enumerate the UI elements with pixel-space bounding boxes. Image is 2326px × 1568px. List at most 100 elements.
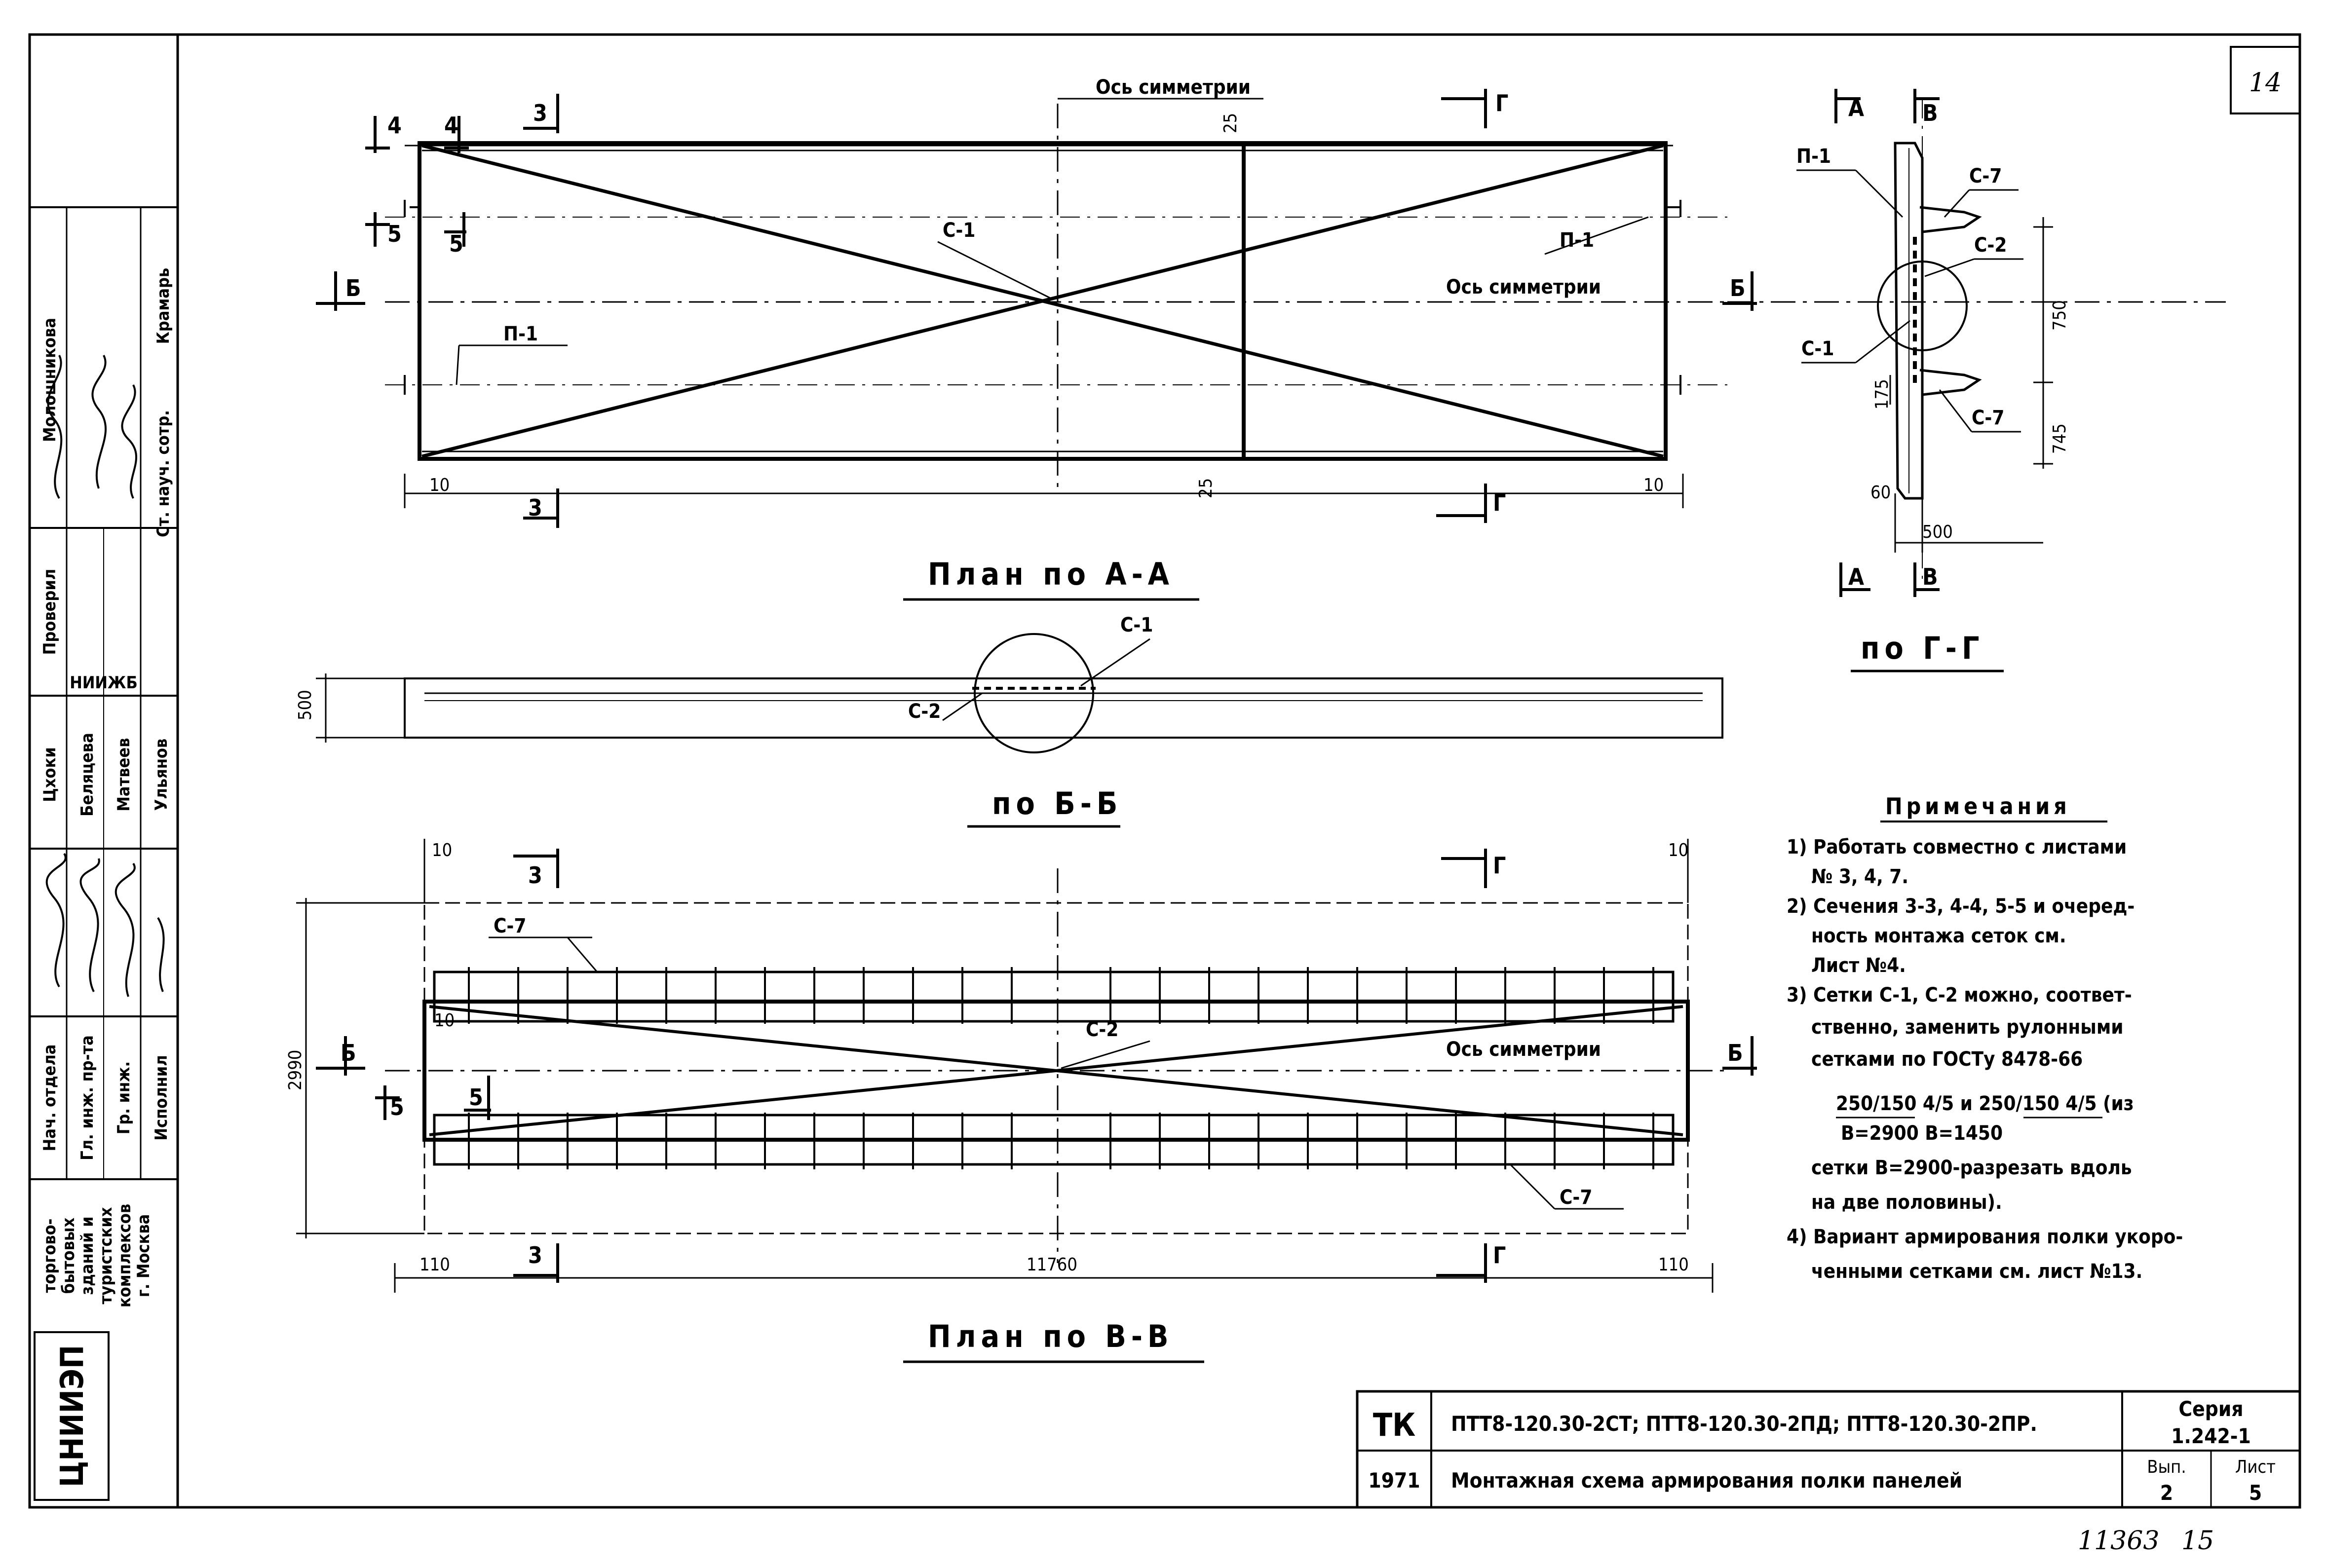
vv-cut-3-top: 3 xyxy=(528,862,542,889)
stamp-role-1: Нач. отдела xyxy=(40,1045,60,1152)
tb-issue-value: 2 xyxy=(2160,1481,2173,1505)
plan-vv: 3 Г Б Б 5 5 3 Г Ось симметрии С-2 С-7 С-… xyxy=(285,839,1757,1363)
section-gg-title: по Г-Г xyxy=(1861,630,1984,666)
plan-vv-title: План по В-В xyxy=(928,1318,1174,1354)
cut-3-bottom: 3 xyxy=(528,494,542,521)
vv-mark-c7-bottom: С-7 xyxy=(1560,1186,1592,1209)
cut-4-right: 4 xyxy=(444,112,458,139)
note-line-1: 1) Работать совместно с листами xyxy=(1787,836,2127,859)
stamp-name-1: Цхоки xyxy=(40,747,60,802)
stamp-org-3: зданий и xyxy=(77,1216,97,1295)
stamp-name-4: Ульянов xyxy=(152,739,171,811)
gg-mark-c7-bottom: С-7 xyxy=(1972,407,2004,429)
dim-10-right: 10 xyxy=(1643,475,1664,495)
mark-c1-bb: С-1 xyxy=(1120,614,1153,636)
cut-g-top: Г xyxy=(1495,90,1508,116)
note-line-3: 2) Сечения 3-3, 4-4, 5-5 и очеред- xyxy=(1787,895,2135,918)
rebar-ticks xyxy=(468,967,1654,1169)
note-line-2: № 3, 4, 7. xyxy=(1811,865,1908,888)
note-line-13: 4) Вариант армирования полки укоро- xyxy=(1787,1226,2183,1248)
plan-aa-title: План по А-А xyxy=(928,556,1174,592)
stamp-org-logo: ЦНИИЭП xyxy=(54,1345,91,1487)
section-gg: А В А В П-1 С-7 С-2 С-1 С-7 750 745 175 … xyxy=(1727,89,2226,672)
stamp-org-6: г. Москва xyxy=(134,1214,153,1298)
stamp-org-5: комплексов xyxy=(115,1204,135,1307)
cut-3-top: 3 xyxy=(533,100,547,126)
tb-series-label: Серия xyxy=(2178,1397,2243,1421)
axis-label-top: Ось симметрии xyxy=(1096,76,1251,99)
gg-dim-60: 60 xyxy=(1870,483,1891,503)
notes: Примечания 1) Работать совместно с листа… xyxy=(1787,793,2183,1283)
note-line-5: Лист №4. xyxy=(1811,954,1906,977)
stamp-name-2: Беляцева xyxy=(77,733,97,817)
gg-mark-c2: С-2 xyxy=(1974,234,2007,257)
page-number: 14 xyxy=(2249,68,2282,98)
vv-cut-5-left: 5 xyxy=(390,1094,404,1120)
stamp-role-3: Гр. инж. xyxy=(114,1061,134,1134)
plan-aa: 4 4 3 Г 5 5 Б Б 3 Г Ось симметрии Ось си… xyxy=(316,76,1757,601)
sheet-frame xyxy=(28,33,2301,1509)
note-line-9: 250/150 4/5 и 250/150 4/5 (из xyxy=(1836,1092,2134,1115)
cut-b-right: Б xyxy=(1730,275,1746,301)
dim-110-right: 110 xyxy=(1658,1255,1689,1275)
vv-leader-c7-bottom xyxy=(1509,1163,1556,1210)
vv-cut-b-left: Б xyxy=(341,1040,356,1066)
gg-dim-500: 500 xyxy=(1922,522,1953,542)
note-line-11: сетки В=2900-разрезать вдоль xyxy=(1811,1157,2132,1179)
vv-mark-c7-top: С-7 xyxy=(494,915,526,937)
cut-5-right: 5 xyxy=(449,230,463,257)
vv-cut-3-bottom: 3 xyxy=(528,1242,542,1269)
side-stamp xyxy=(30,206,178,1501)
vv-cut-g-bottom: Г xyxy=(1493,1242,1506,1269)
stamp-name-3: Матвеев xyxy=(114,738,134,811)
note-line-7: ственно, заменить рулонными xyxy=(1811,1016,2123,1039)
note-line-12: на две половины). xyxy=(1811,1191,2002,1214)
stamp-org-4: туристских xyxy=(96,1207,116,1304)
leader-p1-right xyxy=(1544,216,1649,255)
archive-page: 15 xyxy=(2181,1526,2214,1556)
gg-leader-c2 xyxy=(1924,258,1975,277)
gg-mark-c1: С-1 xyxy=(1801,337,1834,360)
gg-cut-a-top: А xyxy=(1848,95,1864,121)
cut-g-bottom: Г xyxy=(1493,489,1506,516)
cut-5-left: 5 xyxy=(387,221,402,247)
tb-sheet-label: Лист xyxy=(2235,1457,2276,1477)
leader-c2-bb xyxy=(942,692,983,721)
dim-25-bottom: 25 xyxy=(1196,478,1216,498)
vv-cut-5-right: 5 xyxy=(469,1084,483,1111)
dim-10-top-left: 10 xyxy=(432,840,452,860)
note-line-6: 3) Сетки С-1, С-2 можно, соответ- xyxy=(1787,984,2132,1007)
vv-cut-b-right: Б xyxy=(1727,1040,1743,1066)
axis-label-mid: Ось симметрии xyxy=(1446,276,1601,299)
tb-code: ТК xyxy=(1373,1407,1415,1444)
dim-110-left: 110 xyxy=(419,1255,450,1275)
stamp-org-1: торгово- xyxy=(40,1219,60,1293)
section-bb-title: по Б-Б xyxy=(992,785,1122,821)
stamp-org-2: бытовых xyxy=(59,1217,78,1294)
leader-c1 xyxy=(937,241,1052,299)
mark-p1-right: П-1 xyxy=(1560,229,1594,252)
mark-c1: С-1 xyxy=(943,219,975,242)
stamp-name-checker-2: Крамарь xyxy=(153,268,173,344)
signature-marks xyxy=(45,355,165,997)
mark-c2-bb: С-2 xyxy=(908,700,941,723)
dim-2990: 2990 xyxy=(285,1050,305,1090)
note-line-14: ченными сетками см. лист №13. xyxy=(1811,1260,2142,1283)
dim-500-bb: 500 xyxy=(295,690,315,720)
gg-dim-175: 175 xyxy=(1872,379,1892,410)
stamp-role-2: Гл. инж. пр-та xyxy=(77,1035,97,1160)
dim-10-inner: 10 xyxy=(434,1010,455,1031)
dim-25-top: 25 xyxy=(1220,113,1241,133)
vv-cut-g-top: Г xyxy=(1493,852,1506,879)
archive-number: 11363 xyxy=(2078,1526,2159,1556)
dim-10-top-right: 10 xyxy=(1668,840,1688,860)
tb-sheet-title: Монтажная схема армирования полки панеле… xyxy=(1451,1468,1962,1493)
gg-cut-v-top: В xyxy=(1922,100,1938,126)
tb-year: 1971 xyxy=(1368,1468,1420,1493)
cut-b-left: Б xyxy=(345,275,361,301)
tb-issue-label: Вып. xyxy=(2147,1457,2186,1477)
tb-products: ПТТ8-120.30-2СТ; ПТТ8-120.30-2ПД; ПТТ8-1… xyxy=(1451,1412,2037,1436)
gg-mark-c7-top: С-7 xyxy=(1969,165,2002,187)
vv-axis-label: Ось симметрии xyxy=(1446,1038,1601,1061)
